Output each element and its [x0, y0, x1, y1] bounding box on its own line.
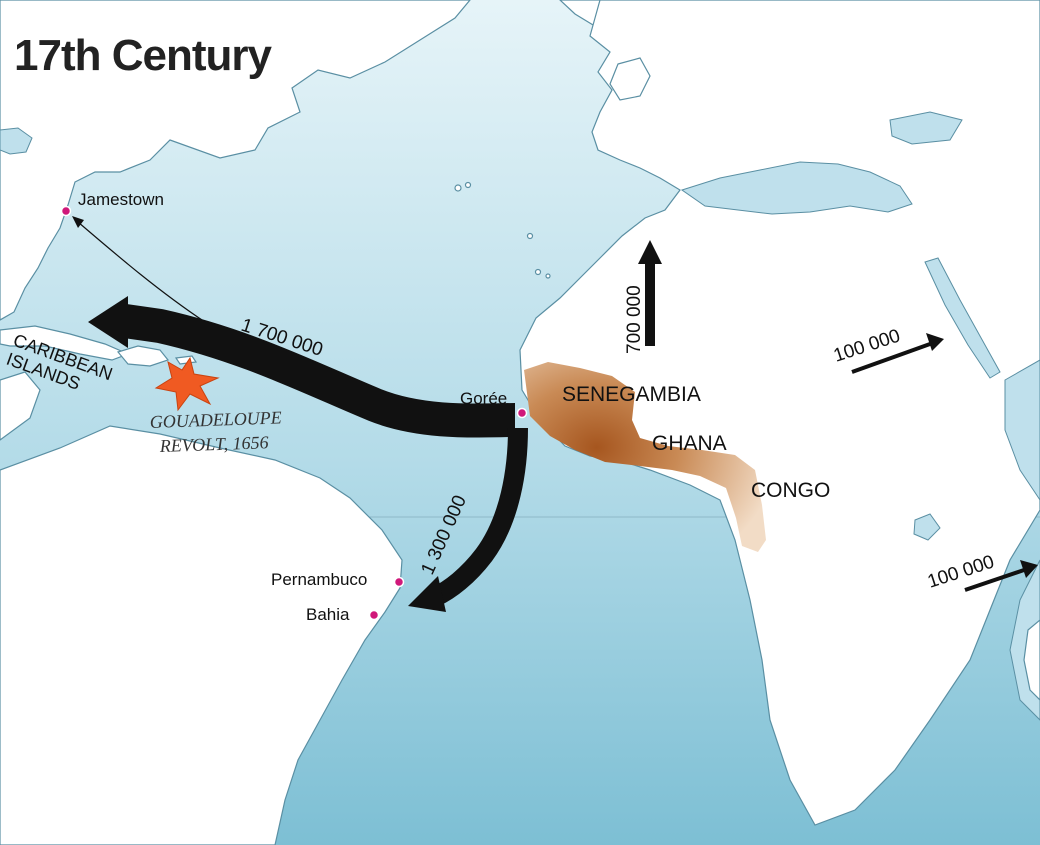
label-congo: CONGO [751, 479, 830, 502]
arabian-sea [1004, 359, 1040, 501]
north-america-landmass [0, 0, 471, 321]
label-goree: Gorée [460, 389, 507, 408]
puerto-rico-island [174, 355, 198, 365]
source-region-west-africa [524, 362, 766, 552]
flow-arrow-trans-saharan [645, 262, 655, 346]
lake-victoria [913, 513, 941, 541]
hispaniola-island [116, 345, 170, 367]
atlantic-islands [454, 181, 551, 279]
mediterranean-sea [680, 161, 913, 215]
label-revolt-line2: REVOLT, 1656 [158, 432, 268, 456]
flow-arrow-brazil [430, 427, 528, 607]
label-bahia: Bahia [306, 605, 350, 624]
south-america-landmass [0, 425, 403, 845]
port-marker-bahia [368, 609, 380, 621]
map-title: 17th Century [14, 31, 272, 80]
flow-arrow-red-sea [851, 333, 944, 374]
flow-arrow-caribbean-head [88, 296, 128, 348]
madagascar-island [1023, 619, 1040, 701]
flow-arrow-jamestown [77, 221, 206, 323]
star-burst-icon [154, 356, 220, 412]
british-isles [609, 57, 651, 101]
label-pernambuco: Pernambuco [271, 570, 367, 589]
flow-arrow-caribbean [122, 304, 516, 438]
flow-arrow-brazil-head [408, 576, 446, 612]
cuba-island [0, 325, 130, 361]
port-marker-jamestown [60, 205, 72, 217]
flow-arrow-indian-ocean [964, 560, 1038, 592]
port-marker-pernambuco [393, 576, 405, 588]
label-flow-trans-saharan: 700 000 [624, 285, 645, 354]
red-sea [924, 257, 1001, 379]
port-marker-goree [516, 407, 528, 419]
yucatan-landmass [0, 371, 41, 441]
flow-arrow-jamestown-head [72, 216, 84, 228]
label-senegambia: SENEGAMBIA [562, 383, 701, 406]
label-jamestown: Jamestown [78, 190, 164, 209]
flow-arrow-trans-saharan-head [638, 240, 662, 264]
label-revolt-line1: GOUADELOUPE [149, 407, 282, 432]
black-sea [889, 111, 963, 145]
great-lakes [0, 127, 33, 155]
label-ghana: GHANA [652, 432, 727, 455]
